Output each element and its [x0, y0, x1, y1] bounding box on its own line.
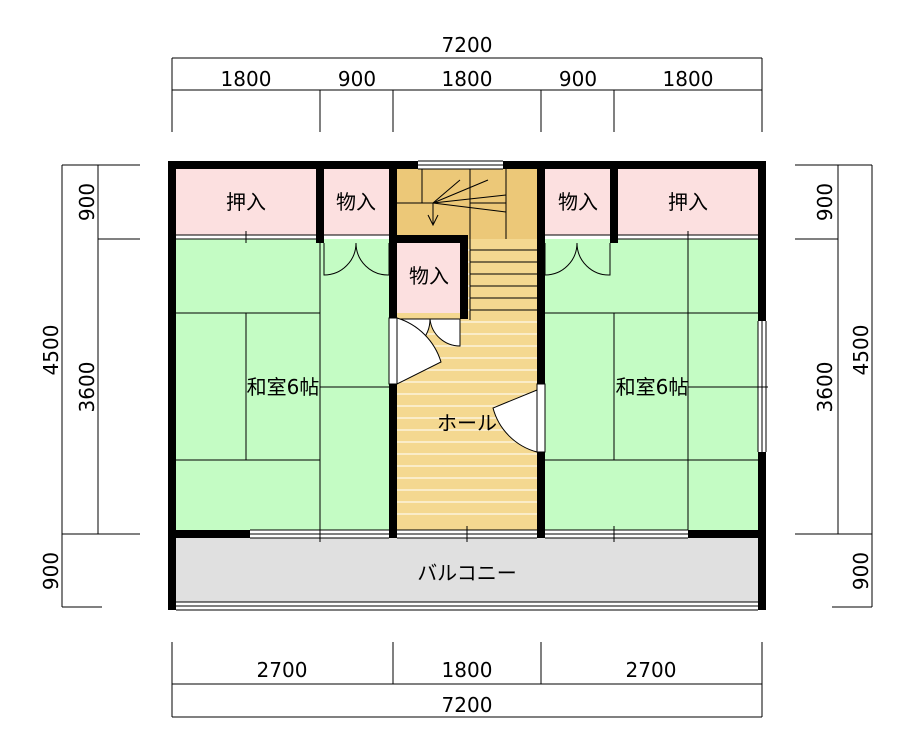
window-right — [756, 321, 768, 452]
stair-fill — [397, 169, 537, 239]
left-dimension-4500: 4500 — [39, 325, 63, 376]
left-dimension-900-top: 900 — [75, 183, 99, 221]
top-overall-dimension: 7200 — [442, 33, 493, 57]
storage-left-fill — [324, 169, 389, 235]
bottom-overall-dimension: 7200 — [442, 693, 493, 717]
storage-center-label: 物入 — [409, 264, 449, 288]
right-dimension-900-bottom: 900 — [849, 552, 873, 590]
bottom-dimension-3: 2700 — [626, 658, 677, 682]
washitsu-right-label: 和室6帖 — [616, 375, 689, 399]
bottom-dimension-2: 1800 — [442, 658, 493, 682]
left-dimension-900-bottom: 900 — [39, 552, 63, 590]
balcony-edge — [176, 601, 758, 611]
washitsu-left-label: 和室6帖 — [247, 375, 320, 399]
tatami-lines-right — [545, 239, 758, 530]
closet-right-label: 押入 — [668, 190, 708, 214]
top-dimension-4: 900 — [559, 67, 597, 91]
stair-arrow-icon — [427, 210, 439, 227]
closet-left-label: 押入 — [226, 190, 266, 214]
washitsu-right-fill — [545, 239, 758, 530]
storage-right-door — [544, 242, 611, 276]
storage-left-label: 物入 — [336, 190, 376, 214]
washitsu-right-door — [492, 383, 546, 453]
right-dimension-900-top: 900 — [813, 183, 837, 221]
left-dimension-3600: 3600 — [75, 362, 99, 413]
washitsu-left-door — [388, 317, 442, 385]
bottom-dimension-1: 2700 — [257, 658, 308, 682]
bottom-dimension-lines — [171, 642, 763, 718]
left-dimension-lines — [61, 164, 140, 608]
tatami-lines-left — [176, 239, 389, 530]
closet-right-fill — [618, 169, 758, 235]
balcony-fill — [176, 538, 758, 602]
storage-right-label: 物入 — [558, 190, 598, 214]
top-dimension-1: 1800 — [221, 67, 272, 91]
washitsu-left-fill — [176, 239, 389, 530]
closet-fronts — [176, 231, 758, 243]
top-dimension-2: 900 — [338, 67, 376, 91]
top-dimension-3: 1800 — [442, 67, 493, 91]
storage-center-fill — [397, 243, 460, 313]
hall-label: ホール — [437, 411, 497, 435]
right-dimension-3600: 3600 — [813, 362, 837, 413]
storage-left-door — [323, 242, 390, 276]
top-dimension-5: 1800 — [663, 67, 714, 91]
window-top — [418, 160, 503, 170]
balcony-sliding-doors — [250, 526, 688, 542]
closet-left-fill — [176, 169, 316, 235]
right-dimension-lines — [795, 164, 873, 608]
right-dimension-4500: 4500 — [849, 325, 873, 376]
top-dimension-lines — [171, 57, 763, 132]
balcony-label: バルコニー — [417, 561, 517, 585]
storage-right-fill — [545, 169, 610, 235]
